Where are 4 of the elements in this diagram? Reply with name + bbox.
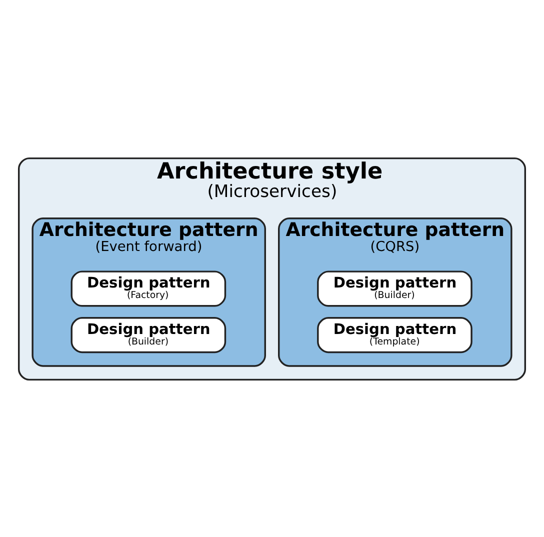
- node-box: Design pattern (Builder): [70, 316, 226, 353]
- node-box: Design pattern (Builder): [317, 270, 472, 306]
- node-box: Design pattern (Factory): [70, 270, 226, 306]
- node-box: Design pattern (Template): [317, 316, 472, 353]
